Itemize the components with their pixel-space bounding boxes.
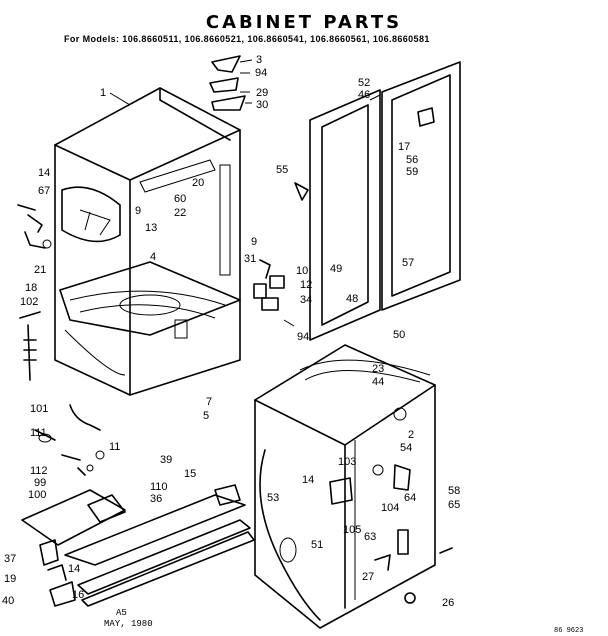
callout: 53 (267, 492, 279, 504)
callout: 112 (30, 465, 48, 477)
callout: 16 (72, 589, 84, 601)
lower-cabinet (254, 344, 453, 629)
callout: 101 (30, 403, 48, 415)
drawing-code: 86 9623 (554, 627, 583, 635)
callout: 9 (251, 236, 257, 248)
callout: 49 (330, 263, 342, 275)
models-line: For Models: 106.8660511, 106.8660521, 10… (64, 34, 430, 44)
callout: 56 (406, 154, 418, 166)
callout: 111 (30, 427, 47, 439)
callout: 94 (255, 67, 267, 79)
callout: 14 (302, 474, 314, 486)
callout: 10 (296, 265, 308, 277)
callout: 52 (358, 77, 370, 89)
callout: 50 (393, 329, 405, 341)
callout: 13 (145, 222, 157, 234)
callout: 63 (364, 531, 376, 543)
base-parts (21, 450, 255, 607)
top-bracket-parts (209, 55, 253, 111)
callout: 29 (256, 87, 268, 99)
callout: 2 (408, 429, 414, 441)
callout: 99 (34, 477, 46, 489)
callout: 17 (398, 141, 410, 153)
callout: 54 (400, 442, 412, 454)
callout: 94 (297, 331, 309, 343)
callout: 30 (256, 99, 268, 111)
callout: 36 (150, 493, 162, 505)
callout: 100 (28, 489, 46, 501)
callout: 22 (174, 207, 186, 219)
callout: 65 (448, 499, 460, 511)
callout: 9 (135, 205, 141, 217)
callout: 102 (20, 296, 38, 308)
callout: 27 (362, 571, 374, 583)
diagram-title: CABINET PARTS (205, 12, 403, 33)
callout: 18 (25, 282, 37, 294)
leader-line (109, 92, 131, 106)
callout: 57 (402, 257, 414, 269)
callout: 39 (160, 454, 172, 466)
callout: 104 (381, 502, 399, 514)
callout: 46 (358, 89, 370, 101)
callout: 23 (372, 363, 384, 375)
callout: 105 (343, 524, 361, 536)
door-frames (309, 61, 461, 341)
callout: 5 (203, 410, 209, 422)
callout: 40 (2, 595, 14, 607)
callout: 44 (372, 376, 384, 388)
callout: 31 (244, 253, 256, 265)
callout: 26 (442, 597, 454, 609)
callout: 60 (174, 193, 186, 205)
hinge-cluster (253, 259, 295, 327)
callout: 14 (38, 167, 50, 179)
callout: 67 (38, 185, 50, 197)
callout: 4 (150, 251, 156, 263)
callout-labels: 1 3 94 29 30 14 67 20 60 22 55 52 46 17 … (2, 54, 460, 609)
callout: 59 (406, 166, 418, 178)
clip-part (294, 182, 309, 201)
callout: 3 (256, 54, 262, 66)
callout: 21 (34, 264, 46, 276)
callout: 103 (338, 456, 356, 468)
callout: 20 (192, 177, 204, 189)
callout: 58 (448, 485, 460, 497)
callout: 51 (311, 539, 323, 551)
callout: 19 (4, 573, 16, 585)
left-small-parts (17, 204, 101, 476)
callout: 1 (100, 87, 106, 99)
callout: 37 (4, 553, 16, 565)
upper-cabinet-liner (54, 87, 241, 396)
callout: 34 (300, 294, 312, 306)
callout: 7 (206, 396, 212, 408)
callout: 110 (150, 481, 168, 493)
callout: 55 (276, 164, 288, 176)
callout: 64 (404, 492, 416, 504)
callout: 11 (109, 441, 120, 453)
callout: 48 (346, 293, 358, 305)
callout: 12 (300, 279, 312, 291)
revision-label: A5 (116, 608, 127, 618)
date-label: MAY, 1980 (104, 619, 153, 629)
callout: 14 (68, 563, 80, 575)
callout: 15 (184, 468, 196, 480)
